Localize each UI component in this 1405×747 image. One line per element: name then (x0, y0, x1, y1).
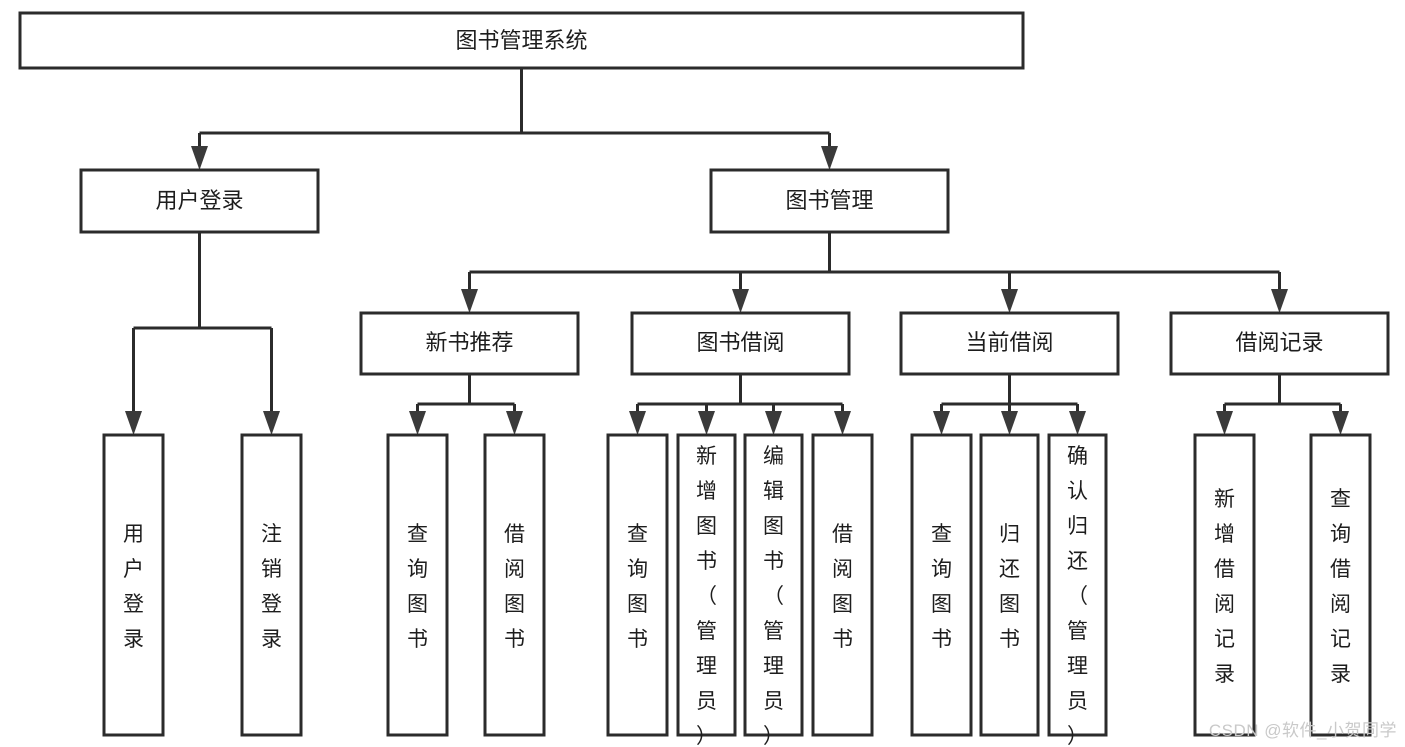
leaf-node[interactable]: 借阅图书 (811, 433, 874, 737)
arrow-heads-borrow-record (1216, 411, 1349, 435)
leaf-label: 编辑图书（管理员） (763, 445, 784, 747)
connector-group-user-login (132, 232, 273, 417)
connector-group-new-book (416, 374, 516, 417)
leaf-label: 查询图书 (407, 523, 428, 651)
leaf-label: 注销登录 (261, 523, 282, 651)
leaf-label: 借阅图书 (504, 523, 525, 651)
arrow-heads-book-borrow (629, 411, 851, 435)
node-new-book-recommend-label: 新书推荐 (425, 330, 513, 355)
leaf-label: 查询图书 (627, 523, 648, 651)
node-current-borrow-label: 当前借阅 (965, 330, 1053, 355)
leaf-label: 归还图书 (999, 523, 1020, 651)
arrow-heads-level3 (461, 289, 1288, 313)
leaf-label: 新增借阅记录 (1214, 488, 1235, 686)
leaf-label: 用户登录 (123, 523, 144, 651)
leaf-node[interactable]: 新增图书（管理员） (676, 433, 737, 747)
node-root-system[interactable]: 图书管理系统 (18, 11, 1025, 70)
leaf-node[interactable]: 查询图书 (606, 433, 669, 737)
node-book-borrow[interactable]: 图书借阅 (630, 311, 851, 376)
node-current-borrow[interactable]: 当前借阅 (899, 311, 1120, 376)
connector-group-root (198, 68, 831, 152)
arrow-heads-current-borrow (933, 411, 1086, 435)
leaf-label: 查询图书 (931, 523, 952, 651)
leaf-node[interactable]: 查询图书 (910, 433, 973, 737)
leaf-node[interactable]: 注销登录 (240, 433, 303, 737)
node-user-login-label: 用户登录 (155, 188, 243, 213)
connector-group-book-borrow (636, 374, 844, 417)
arrow-heads-user-login (125, 411, 280, 435)
csdn-watermark: CSDN @软件_小贺同学 (1208, 721, 1397, 740)
arrow-heads-new-book (409, 411, 523, 435)
leaf-label: 查询借阅记录 (1330, 488, 1351, 686)
node-book-manage[interactable]: 图书管理 (709, 168, 950, 234)
node-book-manage-label: 图书管理 (785, 188, 873, 213)
leaf-label: 新增图书（管理员） (696, 445, 717, 747)
leaf-node[interactable]: 查询图书 (386, 433, 449, 737)
leaf-node[interactable]: 新增借阅记录 (1193, 433, 1256, 737)
node-borrow-record-label: 借阅记录 (1235, 330, 1323, 355)
leaf-label: 确认归还（管理员） (1067, 445, 1088, 747)
leaf-node[interactable]: 确认归还（管理员） (1047, 433, 1108, 747)
connector-group-borrow-record (1223, 374, 1342, 417)
node-user-login[interactable]: 用户登录 (79, 168, 320, 234)
connector-group-book-manage (468, 232, 1281, 295)
leaf-node[interactable]: 编辑图书（管理员） (743, 433, 804, 747)
leaf-node[interactable]: 查询借阅记录 (1309, 433, 1372, 737)
leaf-node[interactable]: 借阅图书 (483, 433, 546, 737)
leaf-node[interactable]: 用户登录 (102, 433, 165, 737)
arrow-heads-level2 (191, 146, 838, 170)
node-book-borrow-label: 图书借阅 (696, 330, 784, 355)
node-root-system-label: 图书管理系统 (455, 28, 587, 53)
node-new-book-recommend[interactable]: 新书推荐 (359, 311, 580, 376)
node-borrow-record[interactable]: 借阅记录 (1169, 311, 1390, 376)
leaf-node[interactable]: 归还图书 (979, 433, 1040, 737)
connector-group-current-borrow (940, 374, 1079, 417)
leaf-label: 借阅图书 (832, 523, 853, 651)
